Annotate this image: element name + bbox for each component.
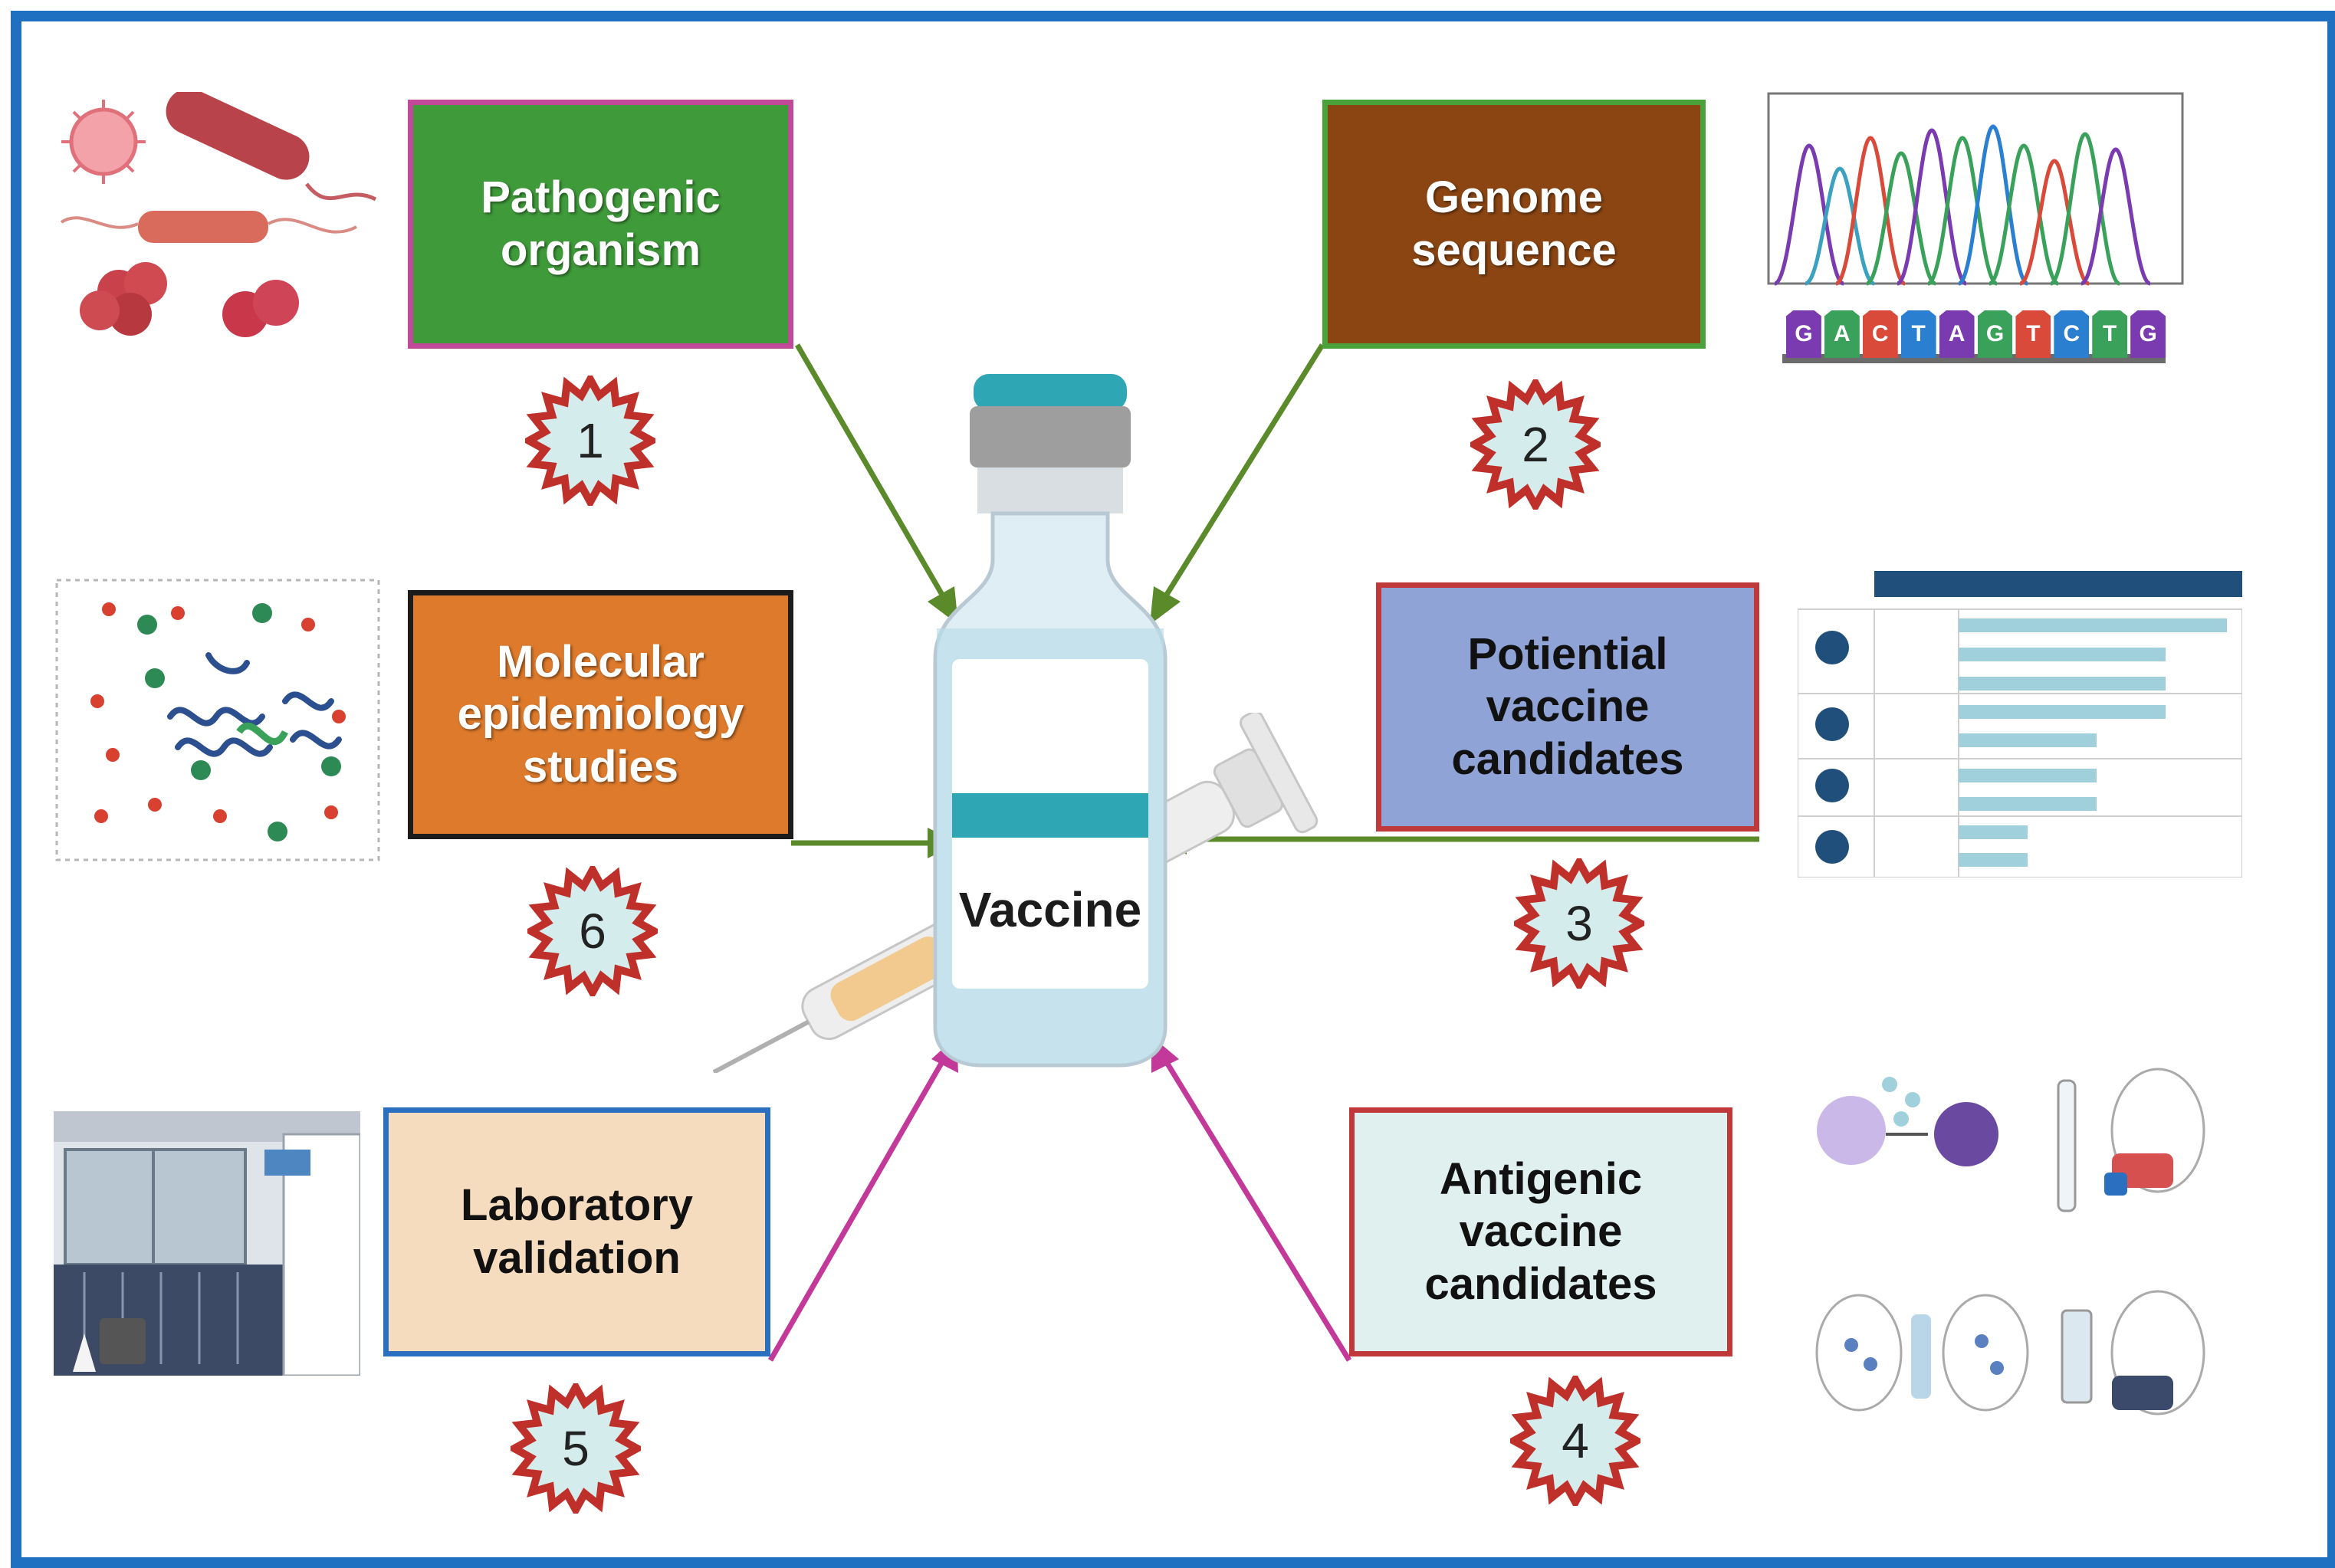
dna-base: G [1786,310,1821,358]
dna-base: T [2092,310,2128,358]
step-badge-6: 6 [523,861,662,1001]
starburst-icon [1509,854,1649,993]
step-badge-1: 1 [521,371,660,510]
step-label-4: Antigenic vaccine candidates [1424,1153,1657,1309]
dna-base: A [1824,310,1860,358]
step-box-1: Pathogenic organism [408,100,793,349]
dna-base: T [2015,310,2051,358]
step-box-4: Antigenic vaccine candidates [1349,1107,1732,1356]
step-badge-3: 3 [1509,854,1649,993]
step-label-6: Molecular epidemiology studies [457,636,744,792]
laboratory-illustration [54,1111,360,1376]
starburst-icon [1466,375,1605,514]
dna-base: G [1977,310,2013,358]
step-label-3: Potiential vaccine candidates [1451,628,1684,784]
step-box-2: Genome sequence [1322,100,1706,349]
step-number-4: 4 [1562,1413,1589,1468]
starburst-icon [521,371,660,510]
step-number-6: 6 [579,904,606,959]
dna-base: C [2054,310,2090,358]
step-number-5: 5 [562,1421,589,1476]
step-badge-5: 5 [506,1379,645,1518]
arrow-step-2 [1155,343,1325,611]
step-number-1: 1 [576,413,604,468]
immunology-workflow-illustration [1815,1068,2205,1415]
vaccine-bottle-icon [933,374,1168,1068]
step-box-3: Potiential vaccine candidates [1376,582,1759,832]
step-badge-4: 4 [1506,1371,1645,1511]
dna-base: A [1939,310,1975,358]
step-label-5: Laboratory validation [461,1180,693,1283]
vaccine-label: Vaccine [958,882,1142,937]
starburst-icon [506,1379,645,1518]
arrow-step-5 [767,1048,952,1362]
protein-structure-illustration [55,579,380,861]
pathogen-cluster-illustration [60,92,377,337]
dna-base: T [1900,310,1936,358]
pipeline-table-illustration [1798,571,2242,877]
step-label-2: Genome sequence [1411,172,1617,275]
step-box-5: Laboratory validation [383,1107,770,1356]
arrow-step-4 [1157,1048,1351,1362]
step-box-6: Molecular epidemiology studies [408,590,793,839]
dna-base: C [1862,310,1898,358]
chromatogram-illustration [1767,92,2184,363]
step-label-1: Pathogenic organism [481,172,721,275]
step-number-3: 3 [1565,896,1593,951]
starburst-icon [1506,1371,1645,1511]
starburst-icon [523,861,662,1001]
step-badge-2: 2 [1466,375,1605,514]
step-number-2: 2 [1522,417,1549,472]
arrow-step-1 [794,343,954,611]
dna-base: G [2130,310,2166,358]
